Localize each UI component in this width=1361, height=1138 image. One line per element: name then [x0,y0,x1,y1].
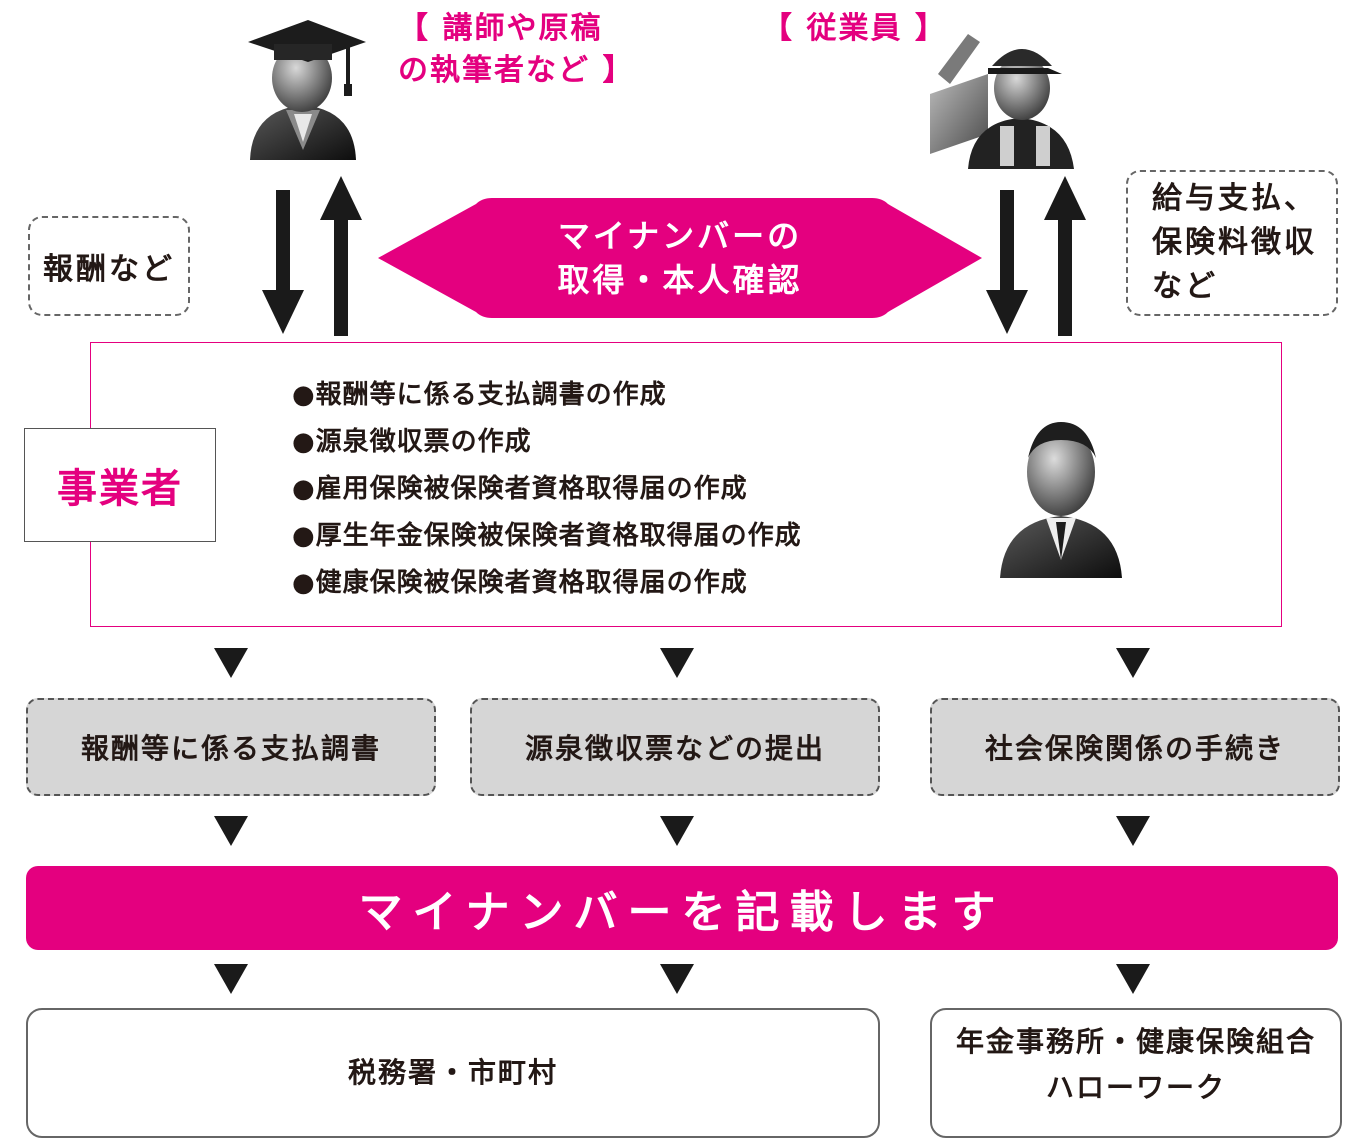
salary-note-line1: 給与支払、 [1152,181,1317,216]
doc-box-payment-record: 報酬等に係る支払調書 [26,698,436,796]
down-triangle [214,648,248,678]
payment-note: 報酬など [28,216,190,316]
down-triangle [1116,648,1150,678]
main-banner: マイナンバーを記載します [26,866,1338,950]
doc-box-label: 報酬等に係る支払調書 [80,732,381,765]
acquisition-banner-shape [378,198,982,318]
lecturer-label-line1: 【 講師や原稿 [398,11,603,46]
down-triangle [214,816,248,846]
up-arrow-head [1044,176,1086,220]
down-arrow-shaft [1000,190,1014,290]
down-triangle [660,964,694,994]
task-item: ●雇用保険被保険者資格取得届の作成 [292,474,748,504]
destination-tax-office-text: 税務署・市町村 [347,1056,558,1089]
destination-pension-office: 年金事務所・健康保険組合 ハローワーク [930,1008,1342,1138]
doc-box-withholding: 源泉徴収票などの提出 [470,698,880,796]
down-triangle [660,816,694,846]
down-triangle [1116,964,1150,994]
graduate-icon [248,20,366,160]
lecturer-label-line2: の執筆者など 】 [398,53,635,88]
business-label: 事業者 [57,466,183,512]
task-list: ●報酬等に係る支払調書の作成 ●源泉徴収票の作成 ●雇用保険被保険者資格取得届の… [292,372,802,607]
main-banner-text: マイナンバーを記載します [358,887,1006,938]
payment-note-text: 報酬など [43,252,175,287]
destination-pension-line1: 年金事務所・健康保険組合 [955,1025,1316,1058]
up-arrow-shaft [334,220,348,336]
employee-arrows [986,176,1086,336]
employee-label: 【 従業員 】 [762,11,947,46]
business-label-box: 事業者 [24,428,216,542]
task-item: ●源泉徴収票の作成 [292,427,532,457]
worker-icon [930,34,1074,169]
acquisition-banner-line1: マイナンバーの [557,217,803,255]
task-item: ●健康保険被保険者資格取得届の作成 [292,568,748,598]
up-arrow-head [320,176,362,220]
destination-tax-office: 税務署・市町村 [26,1008,880,1138]
down-arrow-head [986,290,1028,334]
down-arrow-head [262,290,304,334]
businessperson-icon [1000,422,1122,578]
doc-box-social-insurance: 社会保険関係の手続き [930,698,1340,796]
salary-note: 給与支払、 保険料徴収 など [1126,170,1338,316]
doc-box-label: 社会保険関係の手続き [984,732,1285,765]
doc-box-label: 源泉徴収票などの提出 [524,732,825,765]
salary-note-line2: 保険料徴収 [1152,225,1317,260]
task-item: ●報酬等に係る支払調書の作成 [292,380,667,410]
lecturer-label: 【 講師や原稿 の執筆者など 】 [398,8,634,92]
up-arrow-shaft [1058,220,1072,336]
down-triangle [660,648,694,678]
lecturer-arrows [262,176,362,336]
acquisition-banner: マイナンバーの 取得・本人確認 [376,214,984,302]
destination-pension-line2: ハローワーク [1045,1071,1226,1104]
down-triangle [1116,816,1150,846]
down-arrow-shaft [276,190,290,290]
acquisition-banner-line2: 取得・本人確認 [557,261,803,299]
task-item: ●厚生年金保険被保険者資格取得届の作成 [292,521,802,551]
salary-note-line3: など [1152,269,1218,304]
down-triangle [214,964,248,994]
